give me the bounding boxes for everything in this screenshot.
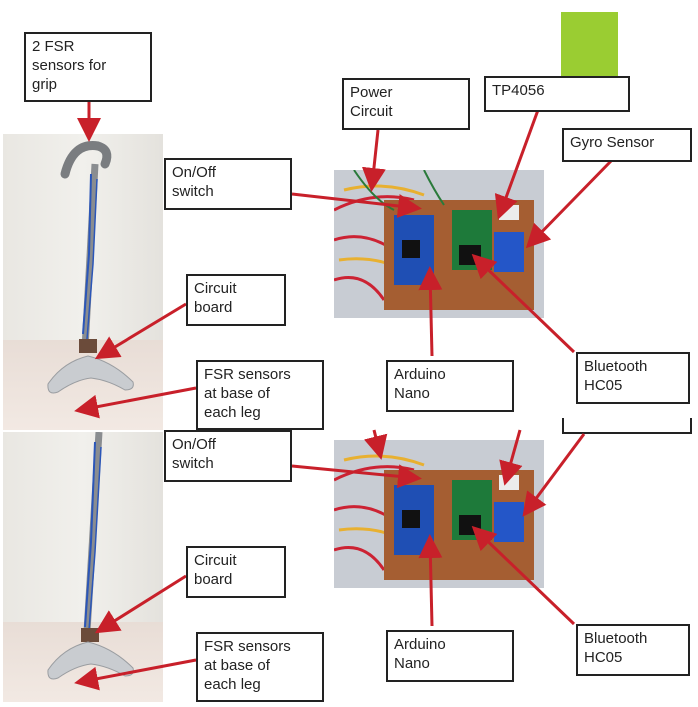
arrow-gyro-bottom [522, 433, 586, 517]
board-illustration-bottom [334, 440, 544, 588]
label-fsr-base-top: FSR sensors at base of each leg [196, 360, 324, 430]
label-gyro-sensor: Gyro Sensor [562, 128, 692, 162]
arrow-onoff-top [291, 192, 422, 218]
arrow-onoff-bottom [291, 464, 422, 489]
arrow-circuit-board-top [94, 302, 187, 360]
label-onoff-switch-bottom: On/Off switch [164, 430, 292, 482]
label-circuit-board-bottom: Circuit board [186, 546, 286, 598]
arrow-arduino-bottom [418, 534, 443, 627]
cane-photo-top [3, 134, 163, 430]
arrow-bluetooth-bottom [471, 525, 576, 626]
label-bluetooth-bottom: Bluetooth HC05 [576, 624, 690, 676]
label-fsr-grip: 2 FSR sensors for grip [24, 32, 152, 102]
label-bluetooth-top: Bluetooth HC05 [576, 352, 690, 404]
label-circuit-board-top: Circuit board [186, 274, 286, 326]
label-arduino-nano-bottom: Arduino Nano [386, 630, 514, 682]
arrow-fsr-base-top [74, 386, 197, 419]
cut-off-label-box [562, 418, 692, 434]
label-fsr-base-bottom: FSR sensors at base of each leg [196, 632, 324, 702]
board-photo-bottom [334, 440, 544, 588]
arrow-tp4056 [494, 109, 540, 220]
label-arduino-nano-top: Arduino Nano [386, 360, 514, 412]
arrow-bluetooth-top [471, 253, 576, 354]
label-tp4056: TP4056 [484, 76, 630, 112]
arrow-gyro [525, 158, 614, 249]
label-onoff-switch-top: On/Off switch [164, 158, 292, 210]
cane-illustration-bottom [47, 432, 134, 680]
cane-photo-bottom [3, 432, 163, 702]
label-power-circuit: Power Circuit [342, 78, 470, 130]
arrow-tp4056-bottom [499, 429, 523, 486]
arrow-circuit-board-bottom [94, 574, 187, 634]
green-accent-block [561, 12, 618, 78]
arrow-power-circuit-bottom [363, 429, 388, 460]
arrow-arduino-top [418, 266, 443, 357]
cane-illustration-top [47, 141, 134, 394]
arrow-power-circuit [361, 129, 386, 192]
arrow-fsr-base-bottom [74, 658, 197, 691]
